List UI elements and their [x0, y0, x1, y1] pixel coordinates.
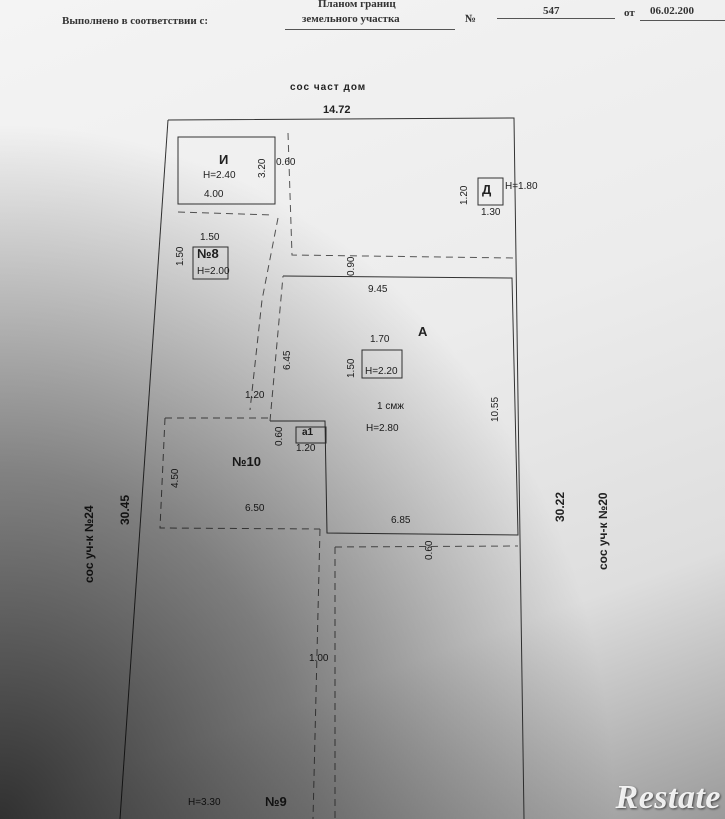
building-a-floors: 1 смж	[377, 401, 404, 412]
building-i-height: H=2.40	[203, 170, 236, 181]
building-8-height: H=2.00	[197, 266, 230, 277]
building-d-height: H=1.80	[505, 181, 538, 192]
building-10-number: №10	[232, 454, 261, 469]
path-length: 1.00	[309, 653, 329, 664]
building-a-height: H=2.80	[366, 423, 399, 434]
building-9-height: H=3.30	[188, 797, 221, 808]
building-8-depth: 1.50	[175, 246, 186, 266]
left-neighbor-label: сос уч-к №24	[82, 505, 96, 583]
building-i-width: 4.00	[204, 189, 224, 200]
plot-boundary-left	[119, 119, 169, 819]
building-10-width: 6.50	[245, 503, 265, 514]
building-a-bottom-width: 6.85	[391, 515, 411, 526]
building-8-number: №8	[197, 246, 219, 261]
building-10-side: 6.45	[282, 350, 293, 370]
building-a-inner-depth: 1.50	[346, 358, 357, 378]
building-10-outline	[165, 275, 284, 422]
building-8-width: 1.50	[200, 232, 220, 243]
building-a-offset: 0.90	[346, 256, 357, 276]
fence-i-right	[287, 132, 515, 259]
top-length-label: 14.72	[323, 104, 351, 116]
fence-i-bottom	[177, 211, 273, 216]
building-d-width: 1.30	[481, 207, 501, 218]
building-i-depth: 3.20	[257, 158, 268, 178]
building-a1-width: 1.20	[296, 443, 316, 454]
building-a-inner-width: 1.70	[370, 334, 390, 345]
building-i-letter: И	[219, 152, 229, 167]
right-length-label: 30.22	[553, 491, 567, 522]
path-left	[312, 528, 321, 819]
building-a-bottom-offset: 0.60	[424, 540, 435, 560]
building-a-inner-height: H=2.20	[365, 366, 398, 377]
building-a-side: 10.55	[490, 396, 501, 422]
restate-watermark: Restate	[615, 779, 721, 816]
building-a-letter: А	[418, 324, 428, 339]
building-a1-letter: а1	[302, 427, 314, 438]
building-d-depth: 1.20	[459, 185, 470, 205]
building-9-number: №9	[265, 794, 287, 809]
top-neighbor-label: сос част дом	[290, 82, 367, 93]
building-i-offset: 0.60	[276, 157, 296, 168]
building-a-width: 9.45	[368, 284, 388, 295]
building-a1-depth: 0.60	[274, 426, 285, 446]
plot-boundary	[167, 117, 525, 819]
building-10-step: 1.20	[245, 390, 265, 401]
right-neighbor-label: сос уч-к №20	[596, 492, 610, 570]
building-10-depth: 4.50	[170, 468, 181, 488]
building-d-letter: Д	[482, 182, 492, 197]
left-length-label: 30.45	[118, 494, 132, 525]
